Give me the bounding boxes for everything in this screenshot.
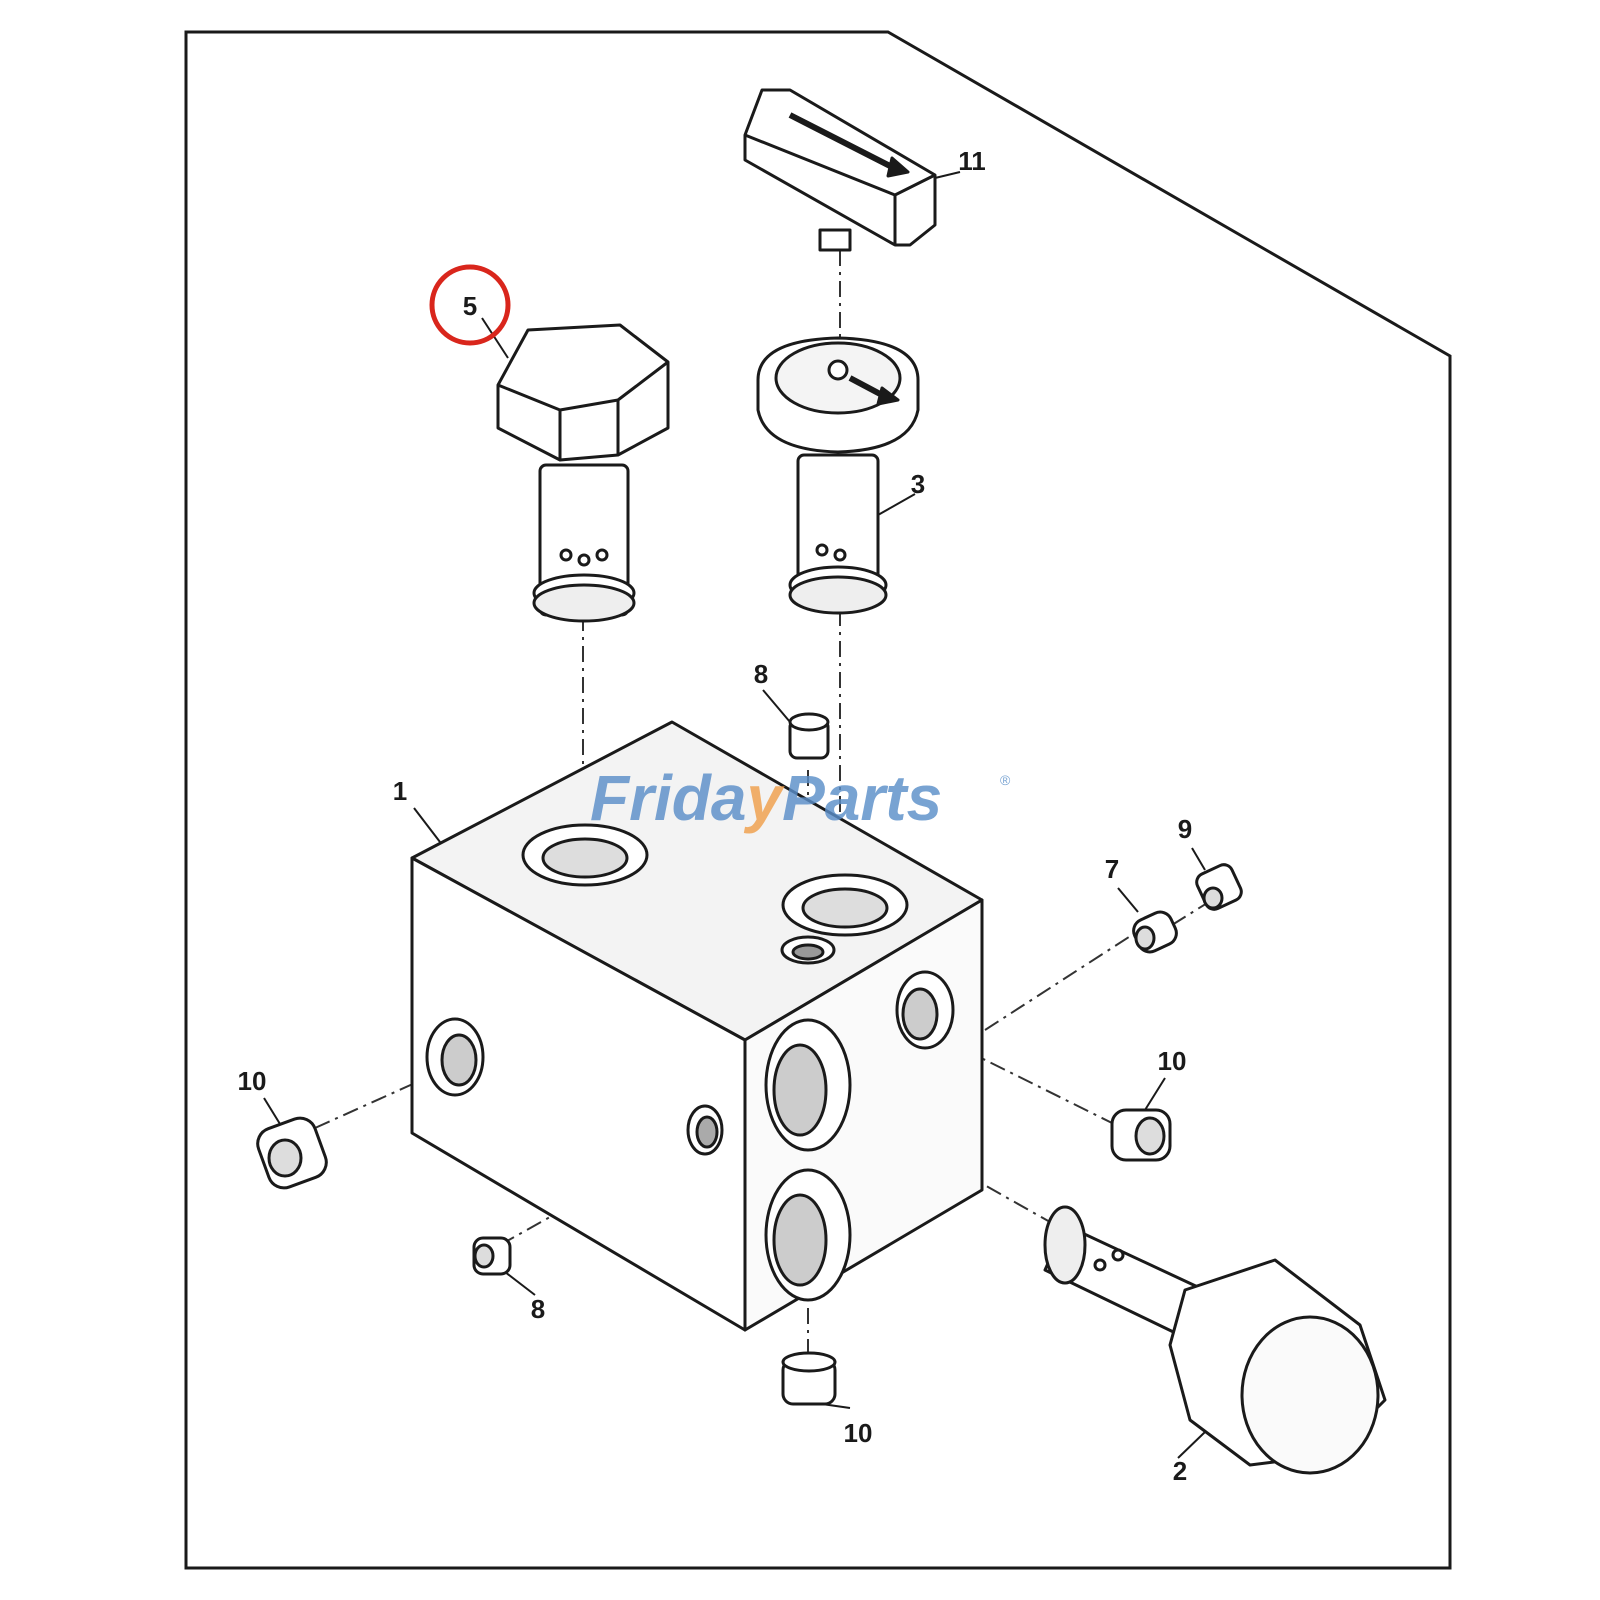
svg-text:FridayParts: FridayParts xyxy=(590,762,942,834)
callout-8-bottom: 8 xyxy=(531,1294,545,1324)
small-plugs xyxy=(256,712,1243,1406)
knob-11 xyxy=(743,88,937,252)
callout-10-left: 10 xyxy=(238,1066,267,1096)
callout-8-top: 8 xyxy=(754,659,768,689)
callout-10-bottom: 10 xyxy=(844,1418,873,1448)
leader-lines xyxy=(263,171,1206,1459)
watermark-logo: FridayParts ® xyxy=(590,762,1011,834)
callout-7: 7 xyxy=(1105,854,1119,884)
callout-5: 5 xyxy=(463,291,477,321)
callout-3: 3 xyxy=(911,469,925,499)
watermark-text-2: Parts xyxy=(782,762,942,834)
watermark-text-accent: y xyxy=(743,762,785,834)
manifold-block xyxy=(410,720,984,1332)
callout-9: 9 xyxy=(1178,814,1192,844)
callout-1: 1 xyxy=(393,776,407,806)
diagram-frame xyxy=(184,30,1452,1570)
watermark-registered-mark: ® xyxy=(1000,772,1011,788)
callout-10-right: 10 xyxy=(1158,1046,1187,1076)
callout-11: 11 xyxy=(958,146,986,176)
callout-2: 2 xyxy=(1173,1456,1187,1486)
highlight-circle xyxy=(429,264,511,346)
valve-cartridge-3 xyxy=(756,336,920,615)
valve-cartridge-5 xyxy=(496,323,670,623)
valve-cartridge-2 xyxy=(1043,1205,1387,1475)
watermark-text-1: Frida xyxy=(590,762,746,834)
